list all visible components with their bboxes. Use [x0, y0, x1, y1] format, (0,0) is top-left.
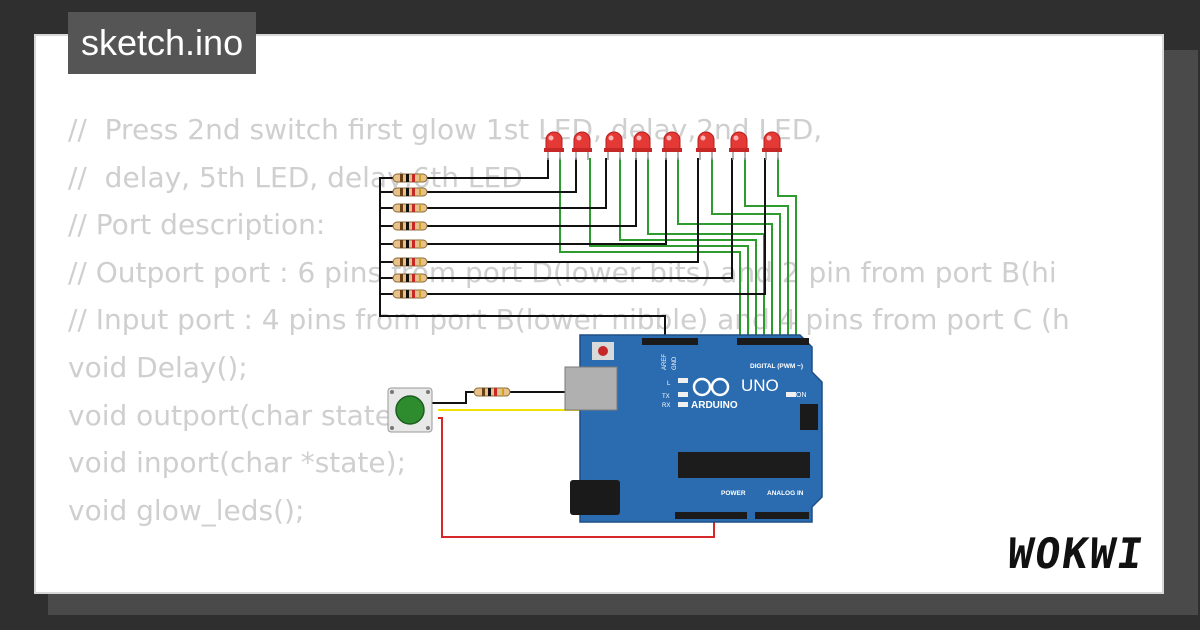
- led: [661, 131, 683, 161]
- sketch-title[interactable]: sketch.ino: [68, 12, 257, 74]
- reset-icon: [598, 346, 608, 356]
- led: [695, 131, 717, 161]
- led-on-indicator: [786, 392, 796, 397]
- code-line: // Press 2nd switch first glow 1st LED, …: [68, 113, 823, 146]
- digital-label: DIGITAL (PWM ~): [750, 363, 803, 370]
- ground-wires: [379, 158, 766, 404]
- arduino-uno-board: UNO ARDUINO ON DIGITAL (PWM ~) POWER ANA…: [564, 334, 823, 523]
- resistor: [392, 239, 428, 249]
- resistor: [392, 221, 428, 231]
- button-resistor: [473, 387, 511, 397]
- led: [544, 131, 564, 160]
- led: [571, 131, 593, 161]
- header-analog: [755, 512, 809, 519]
- board-brand-label: ARDUINO: [691, 400, 738, 411]
- usb-port: [564, 366, 618, 411]
- wokwi-logo: WOKWI: [1004, 529, 1148, 578]
- code-line: void glow_leds();: [68, 493, 305, 527]
- preview-card: // Press 2nd switch first glow 1st LED, …: [34, 34, 1164, 594]
- led: [761, 131, 783, 161]
- code-line: // delay, 5th LED, delay,6th LED: [68, 160, 523, 194]
- resistor: [392, 187, 428, 197]
- resistor: [392, 203, 428, 213]
- header-power: [675, 512, 747, 519]
- power-wire-red: [438, 417, 715, 538]
- l-label: L: [667, 381, 671, 387]
- led-tx-indicator: [678, 392, 688, 397]
- push-button[interactable]: [387, 387, 433, 433]
- code-line: void setup() {: [68, 582, 1070, 592]
- header-upper: [642, 338, 698, 345]
- led-rx-indicator: [678, 402, 688, 407]
- led-row: [544, 131, 783, 161]
- led: [603, 131, 625, 161]
- led: [728, 131, 750, 161]
- code-editor: // Press 2nd switch first glow 1st LED, …: [68, 106, 1070, 592]
- power-label: POWER: [721, 490, 746, 497]
- aref-label: AREF: [662, 354, 668, 370]
- led-l-indicator: [678, 378, 688, 383]
- code-line: void Delay();: [68, 350, 248, 384]
- icsp-header: [800, 404, 818, 430]
- analog-label: ANALOG IN: [767, 490, 804, 497]
- code-line: void outport(char state);: [68, 398, 413, 432]
- led: [631, 131, 653, 161]
- resistor: [392, 273, 428, 283]
- resistor: [392, 289, 428, 299]
- resistor: [392, 257, 428, 267]
- arduino-infinity-icon: [692, 377, 730, 397]
- tx-label: TX: [662, 394, 670, 400]
- code-line: // Port description:: [68, 208, 326, 242]
- resistor-bank: [392, 173, 428, 299]
- rx-label: RX: [662, 403, 670, 409]
- header-digital: [737, 338, 809, 345]
- code-line: void inport(char *state);: [68, 446, 406, 480]
- code-line: // Input port : 4 pins from port B(lower…: [68, 303, 1070, 337]
- on-label: ON: [796, 392, 807, 399]
- gnd-label: GND: [672, 356, 678, 370]
- power-jack: [570, 480, 620, 515]
- board-model-label: UNO: [741, 376, 779, 395]
- atmega-chip: [678, 452, 810, 478]
